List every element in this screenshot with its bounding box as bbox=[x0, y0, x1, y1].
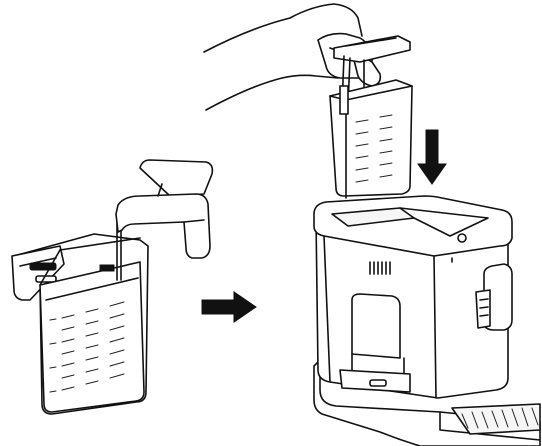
tank-lid-top bbox=[333, 35, 411, 63]
water-tank-top bbox=[329, 35, 413, 199]
water-tank-left bbox=[11, 233, 149, 415]
tank-notch bbox=[99, 264, 115, 272]
vent-slits bbox=[369, 261, 391, 275]
coffee-machine bbox=[313, 195, 541, 446]
faucet bbox=[115, 159, 214, 259]
brew-door bbox=[351, 293, 401, 359]
level-marks bbox=[61, 301, 125, 391]
tray-grille bbox=[451, 403, 541, 435]
power-knob bbox=[457, 233, 467, 243]
arrow-right bbox=[201, 291, 257, 323]
arrow-down bbox=[417, 129, 447, 185]
level-marks-top bbox=[355, 114, 393, 183]
milk-spout bbox=[483, 263, 513, 331]
